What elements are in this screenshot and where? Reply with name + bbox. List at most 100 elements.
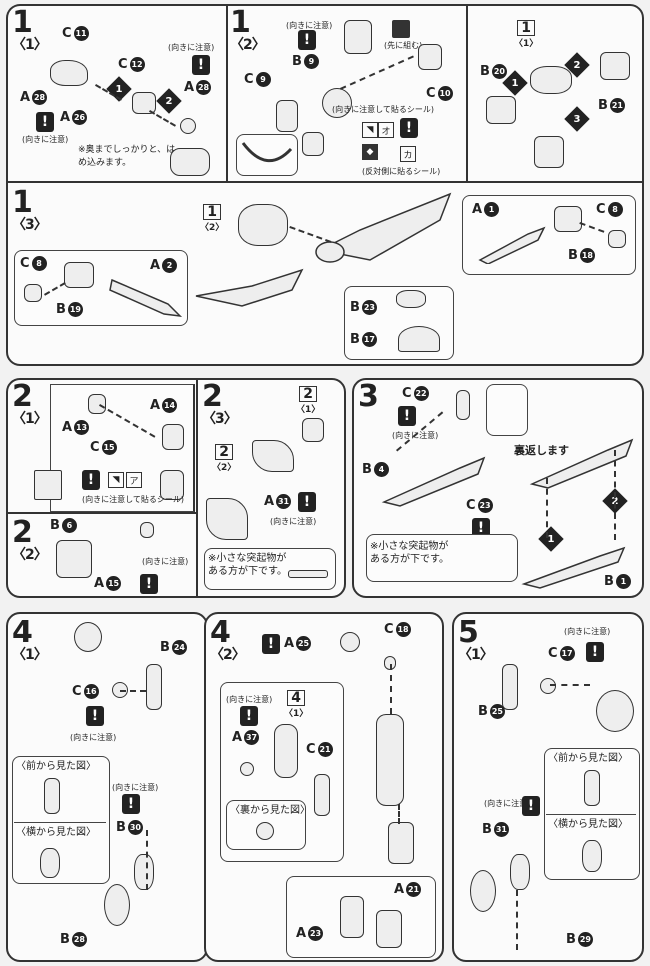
part-back-shape xyxy=(256,822,274,840)
part-shape xyxy=(376,714,404,806)
sticker-direction-note: (向きに注意して貼るシール) xyxy=(82,495,185,504)
ref-number: 4 xyxy=(287,690,305,706)
part-letter: C xyxy=(402,386,412,401)
step-number: 1 xyxy=(230,5,251,40)
part-letter: A xyxy=(94,576,105,591)
part-shape xyxy=(456,390,470,420)
step-number: 5 xyxy=(458,615,479,650)
part-number: 1 xyxy=(615,574,631,589)
part-shape xyxy=(340,896,364,938)
caution-icon: ! xyxy=(586,642,604,662)
step-sub: 〈1〉 xyxy=(12,411,48,427)
part-letter: C xyxy=(596,202,606,217)
part-letter: A xyxy=(20,90,31,105)
part-shape xyxy=(104,884,130,926)
caution-note: (向きに注意) xyxy=(70,733,117,742)
back-view-label: 〈裏から見た図〉 xyxy=(230,805,310,816)
sticker-ka: カ xyxy=(400,146,416,162)
caution-note: (向きに注意) xyxy=(226,695,273,704)
part-shape xyxy=(600,52,630,80)
part-shape xyxy=(596,690,634,732)
ref-sub: 〈2〉 xyxy=(212,463,237,473)
step-sub: 〈3〉 xyxy=(12,217,48,233)
ref-sub: 〈2〉 xyxy=(200,223,225,233)
part-number: 22 xyxy=(413,386,429,401)
part-shape xyxy=(396,290,426,308)
part-letter: B xyxy=(598,98,608,113)
caution-icon: ! xyxy=(192,55,210,75)
caution-note: (向きに注意) xyxy=(168,43,215,52)
caution-note: (向きに注意) xyxy=(484,799,531,808)
part-detail-shape xyxy=(170,148,210,176)
sticker-direction-note: (向きに注意して貼るシール) xyxy=(332,105,435,114)
saber-shape xyxy=(381,456,486,507)
step-3-inset xyxy=(486,384,528,436)
part-number: 9 xyxy=(303,54,319,69)
step-number: 1 xyxy=(12,185,33,220)
part-number: 16 xyxy=(83,684,99,699)
caution-icon: ! xyxy=(400,118,418,138)
step-4-2-label: 4 〈2〉 xyxy=(210,615,246,663)
ref-number: 2 xyxy=(215,444,233,460)
part-number: 9 xyxy=(255,72,271,87)
side-view-label: 〈横から見た図〉 xyxy=(16,827,96,838)
part-letter: B xyxy=(160,640,170,655)
part-number: 4 xyxy=(373,462,389,477)
caution-note: (向きに注意) xyxy=(286,21,333,30)
part-number: 15 xyxy=(101,440,117,455)
step-number: 4 xyxy=(210,615,231,650)
hose-curve xyxy=(241,142,293,163)
step-number: 1 xyxy=(12,5,33,40)
caution-icon: ! xyxy=(522,796,540,816)
part-shape xyxy=(160,470,184,500)
part-shape xyxy=(238,204,288,246)
small-protrusion-inset xyxy=(366,534,518,582)
divider xyxy=(14,822,106,823)
step-2-1-label: 2 〈1〉 xyxy=(12,379,48,427)
part-letter: A xyxy=(184,80,195,95)
part-number: 15 xyxy=(106,576,122,591)
part-letter: A xyxy=(284,636,295,651)
part-letter: B xyxy=(566,932,576,947)
part-letter: C xyxy=(306,742,316,757)
caution-icon: ! xyxy=(398,406,416,426)
part-number: 13 xyxy=(74,420,90,435)
step-sub: 〈3〉 xyxy=(202,411,238,427)
wing-shape xyxy=(315,192,452,263)
step-2-2-label: 2 〈2〉 xyxy=(12,518,48,563)
ref-step-2-2: 2 〈2〉 xyxy=(212,444,236,473)
ref-number: 1 xyxy=(203,204,221,220)
part-letter: C xyxy=(20,256,30,271)
part-letter: A xyxy=(472,202,483,217)
part-shape xyxy=(322,88,352,118)
part-number: 12 xyxy=(129,57,145,72)
part-number: 37 xyxy=(244,730,260,745)
part-number: 29 xyxy=(577,932,593,947)
sticker-ka-icon: ◆ xyxy=(362,144,378,160)
part-shape xyxy=(540,678,556,694)
part-shape xyxy=(88,394,106,414)
part-number: 8 xyxy=(31,256,47,271)
step-number: 2 xyxy=(12,379,33,414)
front-view-label: 〈前から見た図〉 xyxy=(16,761,96,772)
part-shape xyxy=(146,664,162,710)
